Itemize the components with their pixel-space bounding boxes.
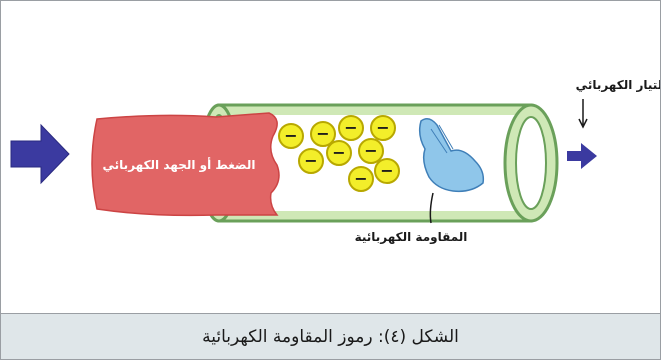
output-arrow-icon bbox=[567, 143, 597, 169]
electron-sign: − bbox=[364, 141, 377, 160]
electron: − bbox=[298, 148, 324, 174]
current-pointer bbox=[578, 99, 588, 129]
resistance-hand-icon bbox=[418, 118, 485, 193]
resistance-pointer bbox=[429, 192, 434, 224]
caption-bar: الشكل (٤): رموز المقاومة الكهربائية bbox=[1, 314, 660, 359]
electron-sign: − bbox=[284, 126, 297, 145]
input-arrow-icon bbox=[10, 123, 70, 185]
electrons-group: − − − − − bbox=[278, 115, 400, 192]
electron-sign: − bbox=[376, 118, 389, 137]
electron: − bbox=[370, 115, 396, 141]
electron-sign: − bbox=[344, 118, 357, 137]
pressure-label: الضغط أو الجهد الكهربائي bbox=[103, 157, 256, 173]
current-label: التيار الكهربائي bbox=[576, 78, 660, 92]
figure-caption: الشكل (٤): رموز المقاومة الكهربائية bbox=[202, 326, 459, 347]
electron-sign: − bbox=[316, 124, 329, 143]
electron: − bbox=[358, 138, 384, 164]
electron: − bbox=[374, 158, 400, 184]
resistance-label: المقاومة الكهربائية bbox=[355, 230, 468, 245]
electron: − bbox=[278, 123, 304, 149]
electron-sign: − bbox=[354, 169, 367, 188]
electron-sign: − bbox=[380, 161, 393, 180]
resistance-diagram: الضغط أو الجهد الكهربائي − − − − bbox=[10, 78, 661, 245]
electron: − bbox=[338, 115, 364, 141]
electron: − bbox=[310, 121, 336, 147]
electron: − bbox=[348, 166, 374, 192]
electron: − bbox=[326, 140, 352, 166]
electron-sign: − bbox=[304, 151, 317, 170]
electron-sign: − bbox=[332, 143, 345, 162]
diagram-area: الضغط أو الجهد الكهربائي − − − − bbox=[1, 1, 661, 314]
pressure-piston bbox=[91, 112, 280, 217]
